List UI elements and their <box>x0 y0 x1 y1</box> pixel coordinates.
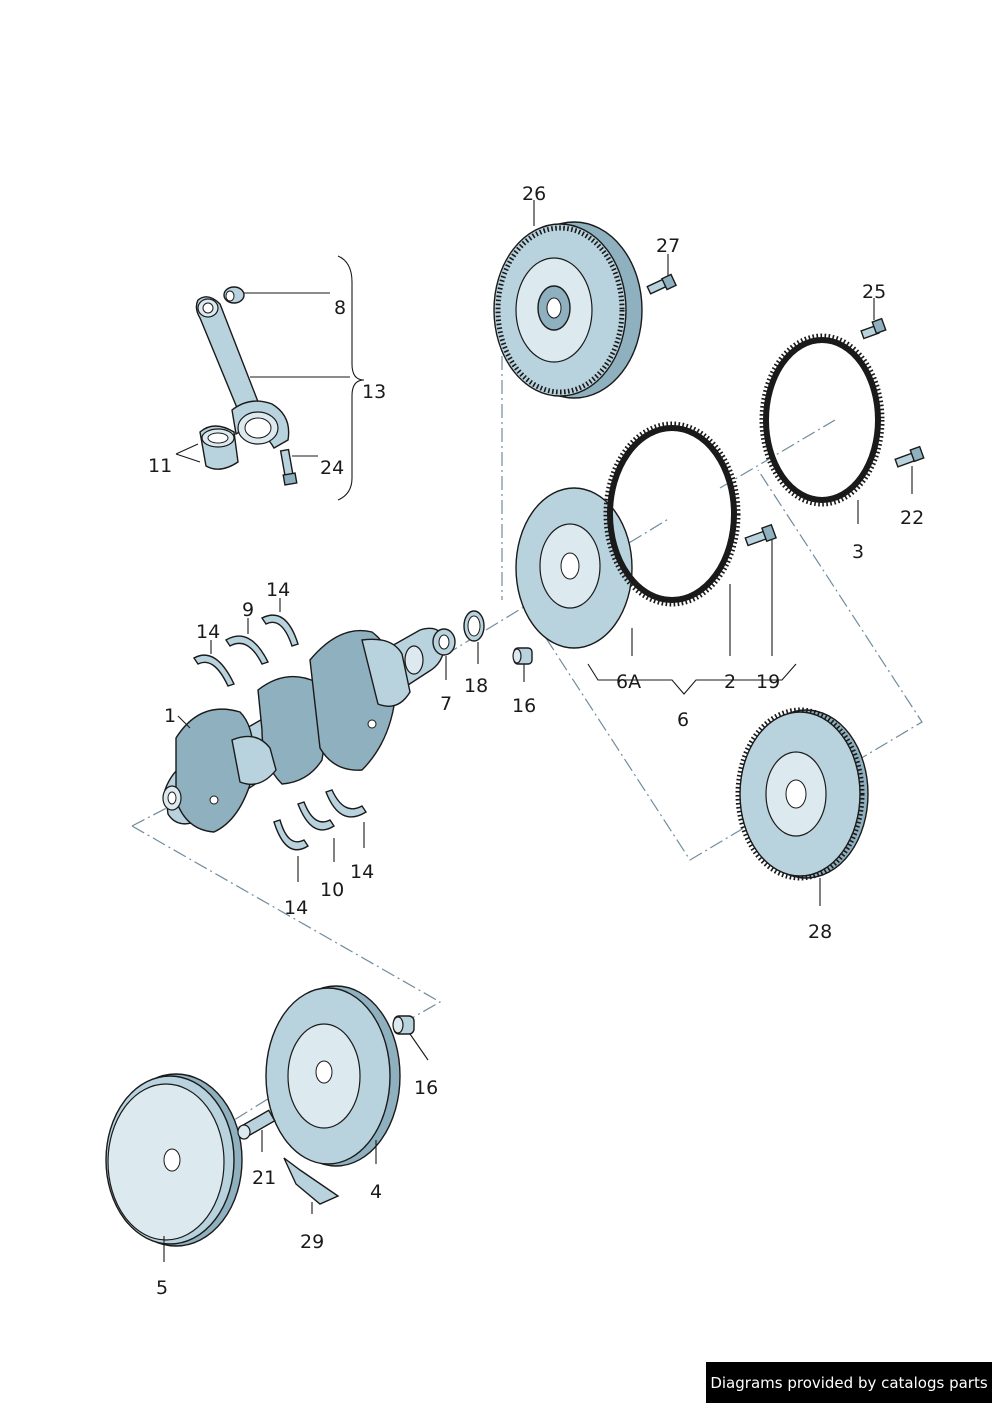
dual-mass-flywheel-bolt <box>646 254 677 295</box>
callout-6a: 6A <box>616 671 641 693</box>
dual-mass-flywheel <box>493 200 643 399</box>
callout-6: 6 <box>677 709 689 731</box>
callout-24: 24 <box>320 457 344 479</box>
belt-pulley <box>105 1073 243 1262</box>
callout-4: 4 <box>370 1181 382 1203</box>
callout-19: 19 <box>756 671 780 693</box>
conrod-bearing-shells <box>199 425 239 470</box>
ring-gear-bolt-22 <box>894 445 925 494</box>
ring-gear-bolt <box>744 523 777 656</box>
callout-14-c: 14 <box>350 861 374 883</box>
ring-gear-bolt-25 <box>860 298 887 340</box>
main-bearing-shells-lower <box>273 789 367 882</box>
callout-8: 8 <box>334 297 346 319</box>
vibration-damper <box>265 985 401 1167</box>
connecting-rod-assembly <box>175 255 365 501</box>
callout-14-b: 14 <box>266 579 290 601</box>
conrod-bolt <box>279 448 298 486</box>
callout-13: 13 <box>362 381 386 403</box>
main-bearing-shells-upper <box>192 598 299 687</box>
starter-ring-gear <box>759 333 885 524</box>
small-end-bush <box>223 286 245 304</box>
callout-3: 3 <box>852 541 864 563</box>
spacer-ring <box>463 610 485 664</box>
callout-10: 10 <box>320 879 344 901</box>
diagram-credit-banner: Diagrams provided by catalogs parts <box>706 1362 992 1403</box>
callout-5: 5 <box>156 1277 168 1299</box>
callout-9: 9 <box>242 599 254 621</box>
crankshaft <box>162 627 445 833</box>
drive-plate <box>515 487 633 656</box>
callout-18: 18 <box>464 675 488 697</box>
callout-27: 27 <box>656 235 680 257</box>
callout-26: 26 <box>522 183 546 205</box>
callout-14-a: 14 <box>196 621 220 643</box>
callout-7: 7 <box>440 693 452 715</box>
callout-11: 11 <box>148 455 172 477</box>
callout-22: 22 <box>900 507 924 529</box>
callout-29: 29 <box>300 1231 324 1253</box>
connecting-rod <box>195 296 290 449</box>
callout-25: 25 <box>862 281 886 303</box>
callout-1: 1 <box>164 705 176 727</box>
pilot-bush <box>512 647 533 682</box>
pulley-bolt <box>237 1109 276 1152</box>
diagram-credit-text: Diagrams provided by catalogs parts <box>710 1373 988 1392</box>
callout-labels: 1 2 3 4 5 6 6A 7 8 9 10 11 13 14 14 14 1… <box>148 183 924 1299</box>
damper-bush <box>392 1015 429 1061</box>
callout-16-a: 16 <box>512 695 536 717</box>
callout-2: 2 <box>724 671 736 693</box>
group-bracket-6 <box>587 663 797 695</box>
ring-gear <box>603 421 741 656</box>
sealant-tube <box>283 1157 340 1214</box>
callout-16-b: 16 <box>414 1077 438 1099</box>
flywheel <box>735 707 869 906</box>
callout-28: 28 <box>808 921 832 943</box>
callout-14-d: 14 <box>284 897 308 919</box>
group-bracket-13 <box>337 255 365 501</box>
callout-21: 21 <box>252 1167 276 1189</box>
crankshaft-seal <box>432 628 456 680</box>
